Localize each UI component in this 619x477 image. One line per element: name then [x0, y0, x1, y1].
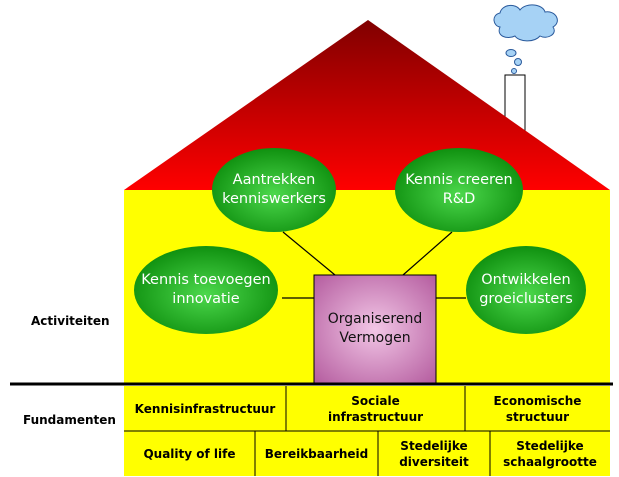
foundation-grid	[124, 386, 610, 476]
ellipse-ontwikkelen	[466, 246, 586, 334]
foundation-stedelijke-diversiteit: Stedelijke diversiteit	[399, 438, 469, 469]
ellipse-creeren	[395, 148, 523, 232]
ellipse-aantrekken	[212, 148, 336, 232]
cloud-icon	[493, 4, 558, 74]
roof	[124, 20, 610, 190]
ellipse-toevoegen	[134, 246, 278, 334]
foundation-quality-of-life: Quality of life	[143, 446, 236, 461]
foundation-kennisinfrastructuur: Kennisinfrastructuur	[134, 401, 276, 416]
foundation-sociale-infrastructuur: Sociale infrastructuur	[327, 393, 424, 424]
fundamenten-label: Fundamenten	[23, 413, 116, 427]
foundation-stedelijke-schaalgrootte: Stedelijke schaalgrootte	[503, 438, 597, 469]
foundation-bereikbaarheid: Bereikbaarheid	[264, 446, 369, 461]
organiserend-vermogen-label: Organiserend Vermogen	[327, 311, 423, 346]
activiteiten-label: Activiteiten	[31, 314, 110, 328]
foundation-economische-structuur: Economische structuur	[493, 393, 582, 424]
connector-line	[282, 231, 336, 276]
connector-line	[402, 231, 453, 276]
